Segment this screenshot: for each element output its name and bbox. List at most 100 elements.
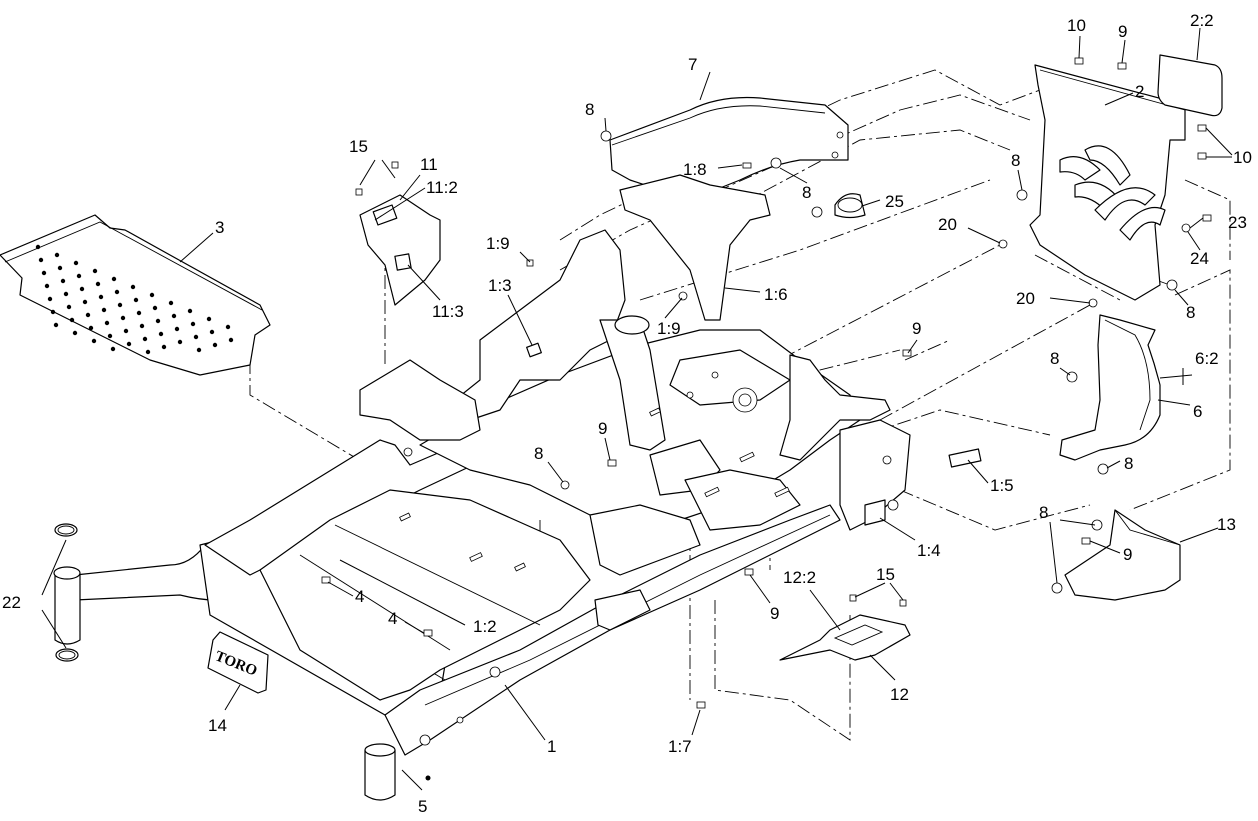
- callout-1-4: 1:4: [917, 541, 941, 560]
- perforation-hole: [41, 270, 47, 276]
- frame-slots: [399, 371, 790, 746]
- perforation-hole: [190, 321, 196, 327]
- perforation-hole: [133, 297, 139, 303]
- console-bracket-1-6: [619, 174, 771, 321]
- perforation-hole: [101, 307, 107, 313]
- perforation-hole: [196, 347, 202, 353]
- callout-22: 22: [2, 593, 21, 612]
- callout-labels: 1 1:2 1:3 1:4 1:5 1:6 1:7 1:8 1:9 1:9 2 …: [2, 11, 1252, 816]
- perforation-hole: [95, 281, 101, 287]
- plate-12: [779, 614, 911, 661]
- perforation-hole: [225, 324, 231, 330]
- perforation-hole: [228, 337, 234, 343]
- callout-1-6: 1:6: [764, 285, 788, 304]
- callout-8-a: 8: [585, 100, 594, 119]
- callout-1-8: 1:8: [683, 160, 707, 179]
- callout-11-3: 11:3: [432, 302, 464, 321]
- bracket-13: [1064, 509, 1181, 601]
- callout-8-c: 8: [1011, 151, 1020, 170]
- perforation-hole: [88, 325, 94, 331]
- callout-1-9-upper: 1:9: [486, 234, 510, 253]
- callout-5: 5: [418, 797, 427, 816]
- main-frame-1: [199, 229, 911, 801]
- callout-8-b: 8: [802, 183, 811, 202]
- callout-15-right: 15: [876, 565, 895, 584]
- perforation-hole: [54, 252, 60, 258]
- perforation-hole: [72, 330, 78, 336]
- perforation-hole: [149, 292, 155, 298]
- callout-7: 7: [688, 55, 697, 74]
- callout-20-upper: 20: [938, 215, 957, 234]
- perforation-hole: [66, 304, 72, 310]
- perforation-hole: [177, 339, 183, 345]
- perforation-hole: [63, 291, 69, 297]
- perforation-hole: [117, 302, 123, 308]
- floor-panel-3: [0, 214, 271, 376]
- callout-8-e: 8: [1050, 349, 1059, 368]
- leader-lines: [41, 27, 1233, 791]
- callout-10-top: 10: [1067, 16, 1086, 35]
- callout-23: 23: [1228, 213, 1247, 232]
- perforation-hole: [57, 265, 63, 271]
- perforation-hole: [79, 286, 85, 292]
- perforation-hole: [171, 313, 177, 319]
- callout-9-d: 9: [1123, 545, 1132, 564]
- callout-24: 24: [1190, 249, 1209, 268]
- perforation-hole: [161, 344, 167, 350]
- hitch-tube: [53, 523, 216, 662]
- callout-8-g: 8: [1039, 503, 1048, 522]
- perforation-hole: [110, 346, 116, 352]
- callout-11: 11: [420, 155, 438, 174]
- perforation-hole: [123, 328, 129, 334]
- callout-1-5: 1:5: [990, 476, 1014, 495]
- fender-7: [609, 96, 849, 201]
- perforation-hole: [136, 310, 142, 316]
- callout-1-7: 1:7: [668, 737, 692, 756]
- callout-2-2: 2:2: [1190, 11, 1214, 30]
- callout-4-left: 4: [355, 587, 364, 606]
- perforation-hole: [82, 299, 88, 305]
- perforation-hole: [174, 326, 180, 332]
- bracket-11: [359, 194, 441, 306]
- callout-10-right: 10: [1233, 148, 1252, 167]
- callout-9-a: 9: [1118, 22, 1127, 41]
- callout-9-e: 9: [770, 604, 779, 623]
- callout-12-2: 12:2: [783, 568, 816, 587]
- perforation-hole: [35, 244, 41, 250]
- callout-8-f: 8: [1124, 454, 1133, 473]
- perforation-hole: [73, 260, 79, 266]
- perforation-hole: [158, 331, 164, 337]
- callout-8-h: 8: [534, 444, 543, 463]
- callout-6-2: 6:2: [1195, 349, 1219, 368]
- callout-12: 12: [890, 685, 909, 704]
- perforation-hole: [212, 342, 218, 348]
- guard-6: [1059, 314, 1161, 461]
- callout-25: 25: [885, 192, 904, 211]
- perforation-hole: [47, 296, 53, 302]
- hardware-fasteners: [321, 57, 1212, 781]
- perforation-hole: [53, 322, 59, 328]
- perforation-hole: [139, 323, 145, 329]
- callout-9-b: 9: [912, 319, 921, 338]
- perforation-hole: [98, 294, 104, 300]
- callout-8-d: 8: [1186, 303, 1195, 322]
- rear-shield-2: [1029, 64, 1186, 301]
- decal-1-5: [948, 448, 982, 468]
- perforation-hole: [44, 283, 50, 289]
- callout-15-left: 15: [349, 137, 368, 156]
- perforation-hole: [91, 338, 97, 344]
- callout-6: 6: [1193, 402, 1202, 421]
- callout-1: 1: [547, 737, 556, 756]
- perforation-hole: [111, 276, 117, 282]
- perforation-hole: [38, 257, 44, 263]
- perforation-hole: [76, 273, 82, 279]
- perforation-hole: [187, 308, 193, 314]
- perforation-hole: [107, 333, 113, 339]
- clip-25: [834, 193, 866, 219]
- perforation-hole: [130, 284, 136, 290]
- perforation-hole: [152, 305, 158, 311]
- callout-3: 3: [215, 218, 224, 237]
- perforation-hole: [142, 336, 148, 342]
- callout-9-c: 9: [598, 419, 607, 438]
